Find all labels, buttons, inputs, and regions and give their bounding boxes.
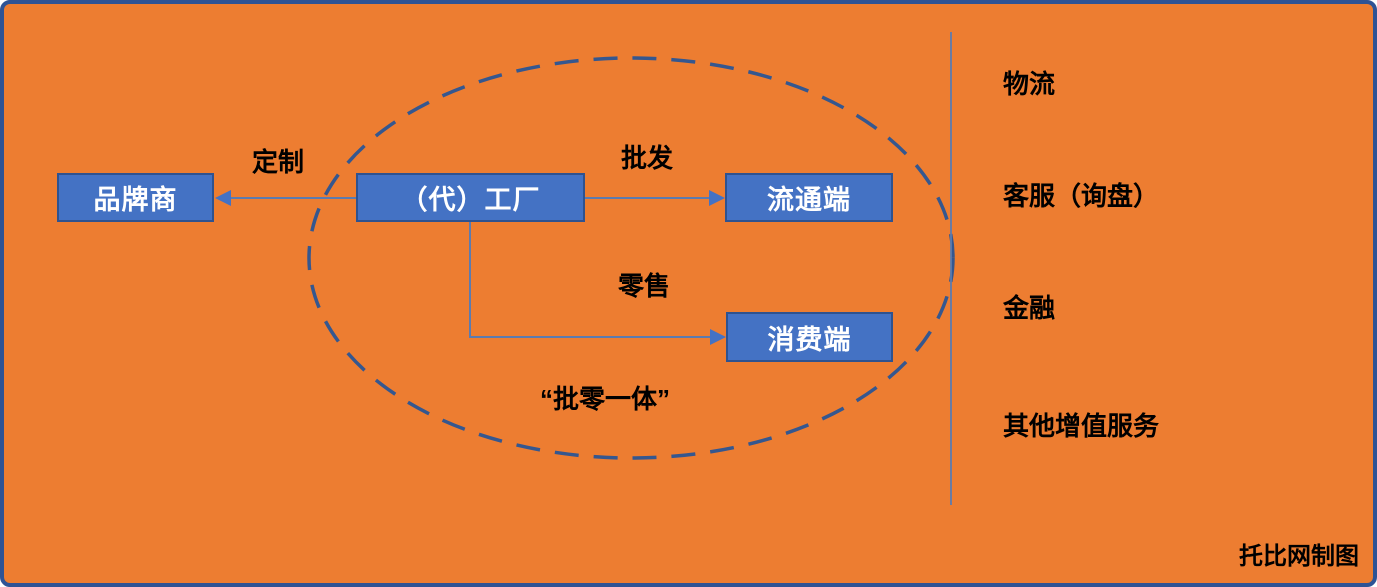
node-factory-label: （代）工厂 [400, 185, 541, 215]
edge-custom-label: 定制 [251, 147, 305, 177]
annotation-label: “批零一体” [539, 384, 671, 414]
service-item-logistics: 物流 [1003, 69, 1056, 99]
credit-label: 托比网制图 [1239, 543, 1359, 570]
service-item-other-value-added: 其他增值服务 [1003, 411, 1160, 441]
node-distribution: 流通端 [725, 173, 893, 222]
node-consumer-label: 消费端 [767, 324, 852, 355]
node-distribution-label: 流通端 [767, 185, 851, 215]
service-item-finance: 金融 [1003, 293, 1056, 323]
node-factory: （代）工厂 [356, 173, 585, 222]
dashed-ellipse-outline [307, 56, 955, 460]
edge-custom-arrowhead [215, 190, 231, 206]
edge-retail-line [469, 222, 712, 338]
edge-retail-arrowhead [710, 329, 726, 345]
edge-wholesale-arrowhead [709, 190, 725, 206]
service-item-customer-service: 客服（询盘） [1003, 181, 1160, 211]
node-consumer: 消费端 [726, 312, 893, 362]
diagram-lines [215, 32, 955, 505]
node-brand-label: 品牌商 [93, 185, 178, 215]
edge-wholesale-label: 批发 [620, 143, 674, 173]
edge-retail-label: 零售 [617, 271, 671, 301]
node-brand: 品牌商 [57, 173, 214, 222]
